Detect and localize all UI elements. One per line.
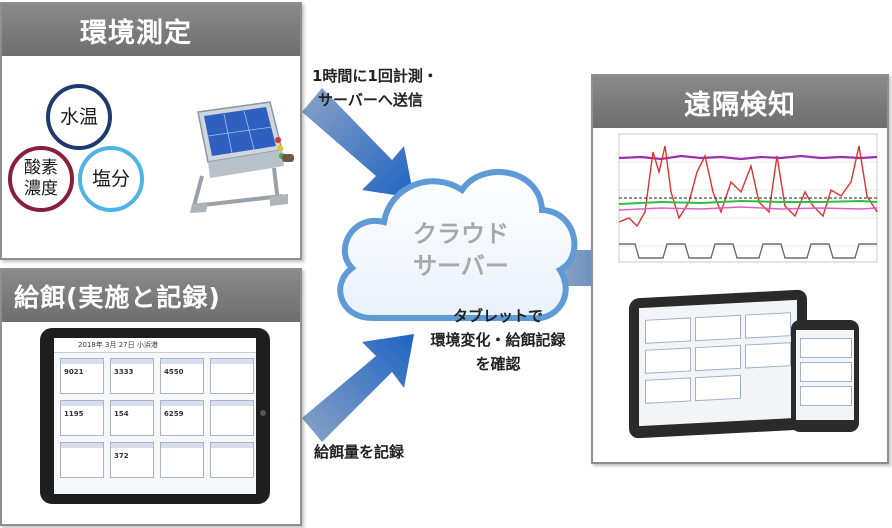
tablet-tile-header bbox=[111, 401, 153, 406]
series-purple bbox=[618, 154, 878, 161]
series-green bbox=[618, 199, 878, 205]
tablet-tile[interactable]: 9021 bbox=[60, 358, 104, 394]
oxygen-label-line1: 酸素 bbox=[24, 158, 58, 178]
tablet-tile-value: 6259 bbox=[164, 410, 184, 418]
feed-record-caption: 給餌量を記録 bbox=[314, 443, 405, 461]
feeding-tablet: 2018年 3月 27日 小浜港 9021 3333 4550 1195 154 6259… bbox=[40, 328, 270, 504]
feeding-panel-title: 給餌(実施と記録) bbox=[2, 270, 300, 322]
tablet-tile-header bbox=[61, 443, 103, 448]
remote-panel-title: 遠隔検知 bbox=[593, 76, 887, 128]
tablet-tile-header bbox=[211, 359, 253, 364]
water-temp-label: 水温 bbox=[59, 105, 98, 128]
feed-record-arrow bbox=[302, 334, 414, 442]
sensor-line-chart bbox=[618, 133, 878, 263]
water-temp-bubble: 水温 bbox=[46, 84, 112, 150]
tablet-tile-header bbox=[61, 359, 103, 364]
tablet-tile-value: 372 bbox=[114, 452, 129, 460]
measure-caption: 1時間に1回計測・ サーバーへ送信 bbox=[312, 64, 438, 112]
salinity-bubble: 塩分 bbox=[78, 146, 144, 212]
tablet-screen-title: 2018年 3月 27日 小浜港 bbox=[54, 338, 256, 353]
tablet-tile[interactable]: 154 bbox=[110, 400, 154, 436]
oxygen-bubble: 酸素 濃度 bbox=[8, 146, 74, 212]
tablet-tile-header bbox=[211, 401, 253, 406]
tablet-tile-header bbox=[161, 359, 203, 364]
feeding-panel: 給餌(実施と記録) 2018年 3月 27日 小浜港 9021 3333 4550 1… bbox=[0, 268, 302, 526]
tablet-home-button[interactable] bbox=[260, 410, 266, 416]
tablet-caption: タブレットで 環境変化・給餌記録 を確認 bbox=[398, 304, 598, 376]
measure-caption-line2: サーバーへ送信 bbox=[318, 91, 423, 109]
tablet-tile-value: 154 bbox=[114, 410, 129, 418]
feeding-tablet-screen: 2018年 3月 27日 小浜港 9021 3333 4550 1195 154 6259… bbox=[54, 338, 256, 494]
tablet-tile-header bbox=[111, 443, 153, 448]
tablet-tile[interactable]: 3333 bbox=[110, 358, 154, 394]
tablet-caption-line2: 環境変化・給餌記録 bbox=[430, 331, 566, 349]
tablet-tile-header bbox=[111, 359, 153, 364]
tablet-tile-value: 9021 bbox=[64, 368, 84, 376]
tablet-tile[interactable] bbox=[60, 442, 104, 478]
cloud-label-line2: サーバー bbox=[413, 252, 509, 280]
salinity-label: 塩分 bbox=[91, 167, 130, 190]
cloud-label: クラウド サーバー bbox=[376, 218, 546, 282]
series-red bbox=[618, 145, 878, 228]
tablet-tile[interactable] bbox=[210, 442, 254, 478]
tablet-tile[interactable] bbox=[210, 358, 254, 394]
measure-caption-line1: 1時間に1回計測・ bbox=[312, 67, 438, 85]
cloud-label-line1: クラウド bbox=[413, 220, 509, 248]
cloud-shape bbox=[337, 169, 578, 322]
environment-panel-title: 環境測定 bbox=[2, 4, 300, 56]
upload-arrow bbox=[302, 88, 414, 198]
tablet-tile[interactable] bbox=[210, 400, 254, 436]
tablet-tile-header bbox=[161, 401, 203, 406]
sensor-device-illustration bbox=[190, 101, 294, 213]
tablet-tile[interactable]: 4550 bbox=[160, 358, 204, 394]
tablet-caption-line3: を確認 bbox=[475, 355, 521, 373]
tablet-tile-value: 3333 bbox=[114, 368, 134, 376]
tablet-tile[interactable]: 6259 bbox=[160, 400, 204, 436]
tablet-tile[interactable] bbox=[160, 442, 204, 478]
series-pink bbox=[618, 206, 878, 211]
remote-detection-panel: 遠隔検知 bbox=[591, 74, 889, 464]
environment-panel: 環境測定 水温 酸素 濃度 塩分 bbox=[0, 2, 302, 260]
tablet-tile[interactable]: 372 bbox=[110, 442, 154, 478]
remote-phone bbox=[791, 320, 859, 432]
remote-tablet bbox=[629, 289, 807, 439]
tablet-tile[interactable]: 1195 bbox=[60, 400, 104, 436]
tablet-tile-header bbox=[211, 443, 253, 448]
tablet-tile-value: 4550 bbox=[164, 368, 184, 376]
tablet-tile-header bbox=[61, 401, 103, 406]
remote-tablet-screen bbox=[639, 299, 797, 427]
tablet-caption-line1: タブレットで bbox=[452, 307, 543, 325]
oxygen-label-line2: 濃度 bbox=[24, 179, 58, 199]
tablet-tile-header bbox=[161, 443, 203, 448]
remote-phone-screen bbox=[796, 330, 854, 420]
tablet-tile-value: 1195 bbox=[64, 410, 84, 418]
series-gray-steps bbox=[619, 243, 877, 259]
